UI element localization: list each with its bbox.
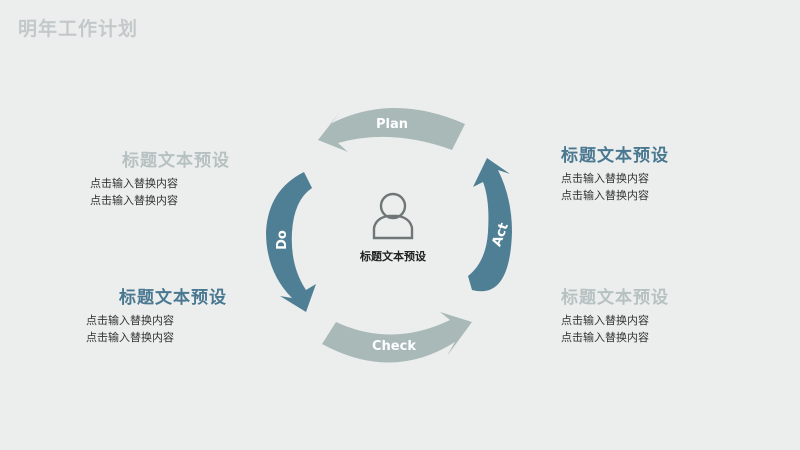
block-line: 点击输入替换内容: [90, 177, 178, 190]
person-icon: [372, 192, 414, 240]
block-heading: 标题文本预设: [119, 288, 227, 308]
block-heading: 标题文本预设: [561, 146, 669, 166]
block-line: 点击输入替换内容: [561, 189, 649, 202]
do-label: Do: [275, 230, 290, 250]
check-arrow: Check: [322, 312, 472, 363]
block-line: 点击输入替换内容: [86, 314, 174, 327]
act-arrow: Act: [468, 158, 512, 292]
text-block-bottom-right: 标题文本预设 点击输入替换内容 点击输入替换内容: [561, 283, 731, 346]
act-arrow-shape: [468, 158, 512, 292]
do-arrow-shape: [266, 172, 316, 312]
check-arrow-shape: [322, 312, 472, 363]
block-line: 点击输入替换内容: [561, 331, 649, 344]
block-heading: 标题文本预设: [122, 151, 230, 171]
center-label: 标题文本预设: [359, 249, 427, 263]
block-line: 点击输入替换内容: [90, 194, 178, 207]
text-block-top-right: 标题文本预设 点击输入替换内容 点击输入替换内容: [561, 141, 731, 204]
block-heading: 标题文本预设: [561, 288, 669, 308]
do-arrow: Do: [266, 172, 316, 312]
block-line: 点击输入替换内容: [561, 172, 649, 185]
plan-arrow: Plan: [318, 108, 465, 152]
check-label: Check: [372, 339, 416, 354]
block-line: 点击输入替换内容: [86, 331, 174, 344]
slide-title: 明年工作计划: [18, 18, 139, 40]
text-block-top-left: 标题文本预设 点击输入替换内容 点击输入替换内容: [90, 146, 250, 209]
text-block-bottom-left: 标题文本预设 点击输入替换内容 点击输入替换内容: [86, 283, 246, 346]
block-line: 点击输入替换内容: [561, 314, 649, 327]
plan-arrow-shape: [318, 108, 465, 152]
plan-label: Plan: [376, 117, 408, 132]
